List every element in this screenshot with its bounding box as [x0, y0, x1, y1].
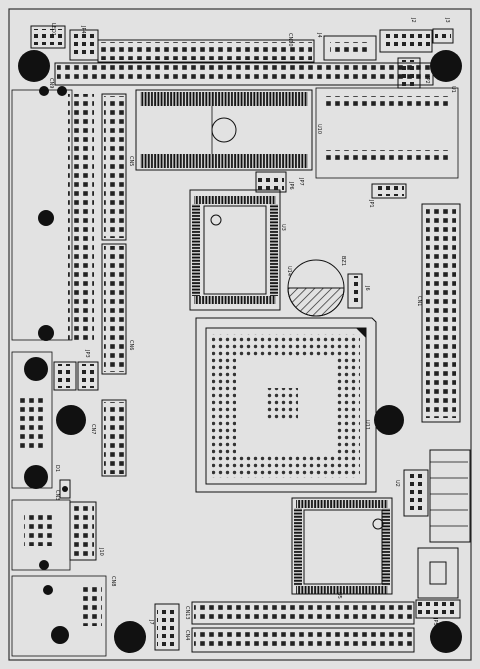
- jp1-label: JP1: [368, 199, 374, 208]
- u11-bga-chip: U11: [195, 317, 377, 493]
- cn5-label: CN5: [128, 156, 134, 166]
- cn3-label: CN3: [54, 490, 60, 500]
- jp3-jumper: JP3: [77, 349, 99, 391]
- jp5-jumper: JP5: [415, 599, 461, 626]
- cn5-connector: CN5: [101, 93, 134, 241]
- bz1-label: BZ1: [340, 256, 346, 266]
- cn7-connector: CN7: [90, 399, 127, 477]
- jp2-label: JP2: [424, 75, 430, 84]
- cn7-label: CN7: [90, 424, 96, 434]
- cn1-label: CN1: [416, 296, 422, 306]
- mount-hole-left-b: [24, 465, 48, 489]
- u1-area: [315, 87, 459, 179]
- u11-label: U11: [364, 420, 370, 430]
- u14-label: U14: [286, 266, 292, 276]
- vga-connector: [11, 351, 53, 489]
- led1-label: LED1: [50, 23, 56, 36]
- j2-header: J2: [379, 17, 433, 53]
- cn1-connector: CN1: [416, 203, 461, 423]
- u2-regulator: U2: [394, 469, 429, 517]
- j7-header: J7: [148, 603, 180, 651]
- mount-hole-bottom-right: [430, 621, 462, 653]
- cn9-connector: [54, 62, 434, 86]
- j10-connector: J10: [69, 501, 104, 561]
- j6-header: J6: [347, 273, 370, 309]
- j7-label: J7: [148, 619, 154, 625]
- cn10-connector: CN10: [97, 33, 315, 63]
- via-left-4: [57, 86, 67, 96]
- mount-hole-left-a: [24, 357, 48, 381]
- cn6-label: CN6: [128, 340, 134, 350]
- d1-label: D1: [54, 465, 60, 472]
- mount-hole-top-left: [18, 50, 50, 82]
- u2-label: U2: [394, 480, 400, 487]
- cn13-connector: [191, 601, 415, 625]
- cn8-connector: CN8: [11, 575, 116, 657]
- jp7-label: JP7: [298, 177, 304, 186]
- power-connector: [429, 449, 471, 543]
- jp4-label: JP4: [80, 25, 86, 34]
- u3-label: U3: [280, 224, 286, 231]
- cn13-label: CN13: [184, 606, 190, 620]
- j4-label: J4: [316, 32, 322, 38]
- jp3-label: JP3: [84, 349, 90, 358]
- j4-connector: J4: [316, 32, 377, 61]
- bz1-buzzer: BZ1: [287, 256, 346, 317]
- mount-hole-bottom-left: [114, 621, 146, 653]
- cn4-connector: [191, 627, 415, 653]
- d1-led: D1: [54, 465, 71, 499]
- left-small-header: [53, 361, 77, 391]
- j6-label: J6: [364, 285, 370, 291]
- cn4-label: CN4: [184, 630, 190, 640]
- cn6-connector: CN6: [101, 243, 134, 375]
- cn8-label: CN8: [110, 576, 116, 586]
- u5-plcc-chip: U5: [291, 497, 393, 599]
- mount-hole-center-right: [374, 405, 404, 435]
- jp4-jumper: JP4: [69, 25, 99, 61]
- jp5-label: JP5: [432, 617, 438, 626]
- j3-label: J3: [444, 17, 450, 23]
- mount-hole-top-right: [430, 50, 462, 82]
- u10-label: U10: [316, 124, 322, 134]
- via-left-1: [38, 210, 54, 226]
- u1-label: U1: [450, 86, 456, 93]
- u10-dip-socket: U10: [135, 89, 322, 171]
- crystal-component: [417, 547, 459, 599]
- left-edge-connector: [11, 89, 94, 344]
- mounting-holes: [18, 50, 462, 653]
- cn10-label: CN10: [287, 33, 293, 47]
- cn9-label: CN9: [48, 78, 54, 88]
- via-left-2: [38, 325, 54, 341]
- j3-header: J3: [432, 17, 454, 44]
- u5-label: U5: [336, 592, 342, 599]
- jp6-jumper: JP6: [255, 171, 294, 193]
- led1-header: LED1: [30, 23, 66, 49]
- j2-label: J2: [410, 17, 416, 23]
- via-left-3: [39, 86, 49, 96]
- rj45-connector: [11, 499, 71, 571]
- jp1-jumper: JP1: [368, 183, 407, 208]
- j10-label: J10: [98, 547, 104, 556]
- u3-plcc-chip: U3: [189, 189, 286, 311]
- mount-hole-left-mid: [56, 405, 86, 435]
- jp6-label: JP6: [288, 181, 294, 190]
